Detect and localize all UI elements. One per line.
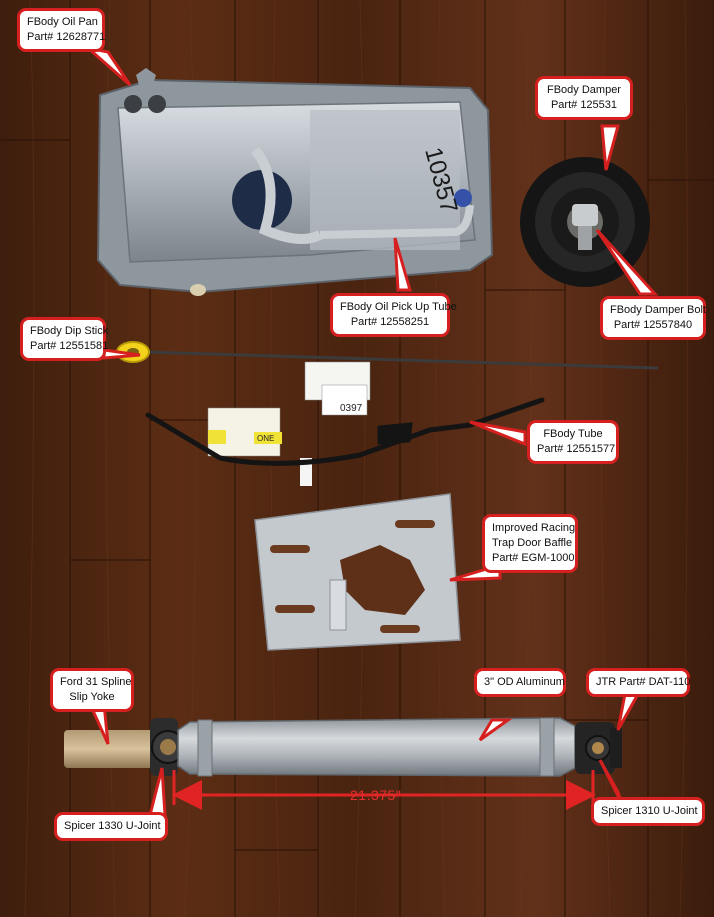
callout-jtr: JTR Part# DAT-110 <box>586 668 690 697</box>
oil-pan: 10357 <box>96 68 494 296</box>
tube-part-number: Part# 12551577 <box>537 442 616 455</box>
tube-name: FBody Tube <box>543 428 603 440</box>
damper-bolt-part-number: Part# 12557840 <box>613 318 693 331</box>
damper-bolt-name: FBody Damper Bolt <box>610 304 706 316</box>
oil-pan-part-number: Part# 12628771 <box>27 30 106 43</box>
callout-dip-stick: FBody Dip Stick Part# 12551581 <box>20 317 109 361</box>
damper-part-number: Part# 125531 <box>550 98 618 111</box>
svg-text:ONE: ONE <box>257 434 274 443</box>
fbody-tube <box>145 397 545 466</box>
callout-pickup-tube: FBody Oil Pick Up Tube Part# 12558251 <box>330 293 457 337</box>
aluminum-label: 3" OD Aluminum <box>484 676 565 688</box>
damper-name: FBody Damper <box>547 84 621 96</box>
callout-damper-bolt: FBody Damper Bolt Part# 12557840 <box>600 296 706 340</box>
callout-damper: FBody Damper Part# 125531 <box>535 76 633 120</box>
spicer-1330-label: Spicer 1330 U-Joint <box>64 820 161 832</box>
callout-baffle: Improved Racing Trap Door Baffle Part# E… <box>482 514 578 573</box>
oil-pan-name: FBody Oil Pan <box>27 16 98 28</box>
driveshaft <box>64 717 622 777</box>
baffle-part-number: Part# EGM-1000 <box>492 551 575 564</box>
slip-yoke-line2: Slip Yoke <box>69 690 115 703</box>
dip-stick-part-number: Part# 12551581 <box>30 339 109 352</box>
svg-text:0397: 0397 <box>340 403 363 414</box>
part-labels: 0397 ONE <box>207 361 371 486</box>
spicer-1310-label: Spicer 1310 U-Joint <box>601 805 698 817</box>
baffle-name-line2: Trap Door Baffle <box>492 536 573 549</box>
baffle-name-line1: Improved Racing <box>492 522 576 534</box>
callout-tube: FBody Tube Part# 12551577 <box>527 420 619 464</box>
callout-spicer-1330: Spicer 1330 U-Joint <box>54 812 168 841</box>
jtr-label: JTR Part# DAT-110 <box>596 676 691 688</box>
dip-stick-name: FBody Dip Stick <box>30 325 109 337</box>
callout-leaders <box>82 45 659 817</box>
callout-spicer-1310: Spicer 1310 U-Joint <box>591 797 705 826</box>
trap-door-baffle <box>254 493 461 651</box>
measurement-label: 21.375" <box>350 787 402 803</box>
slip-yoke-line1: Ford 31 Spline <box>60 676 132 688</box>
callout-aluminum: 3" OD Aluminum <box>474 668 566 697</box>
pickup-tube-name: FBody Oil Pick Up Tube <box>340 301 457 313</box>
callout-slip-yoke: Ford 31 Spline Slip Yoke <box>50 668 134 712</box>
pickup-tube-part-number: Part# 12558251 <box>350 315 430 328</box>
callout-oil-pan: FBody Oil Pan Part# 12628771 <box>17 8 105 52</box>
